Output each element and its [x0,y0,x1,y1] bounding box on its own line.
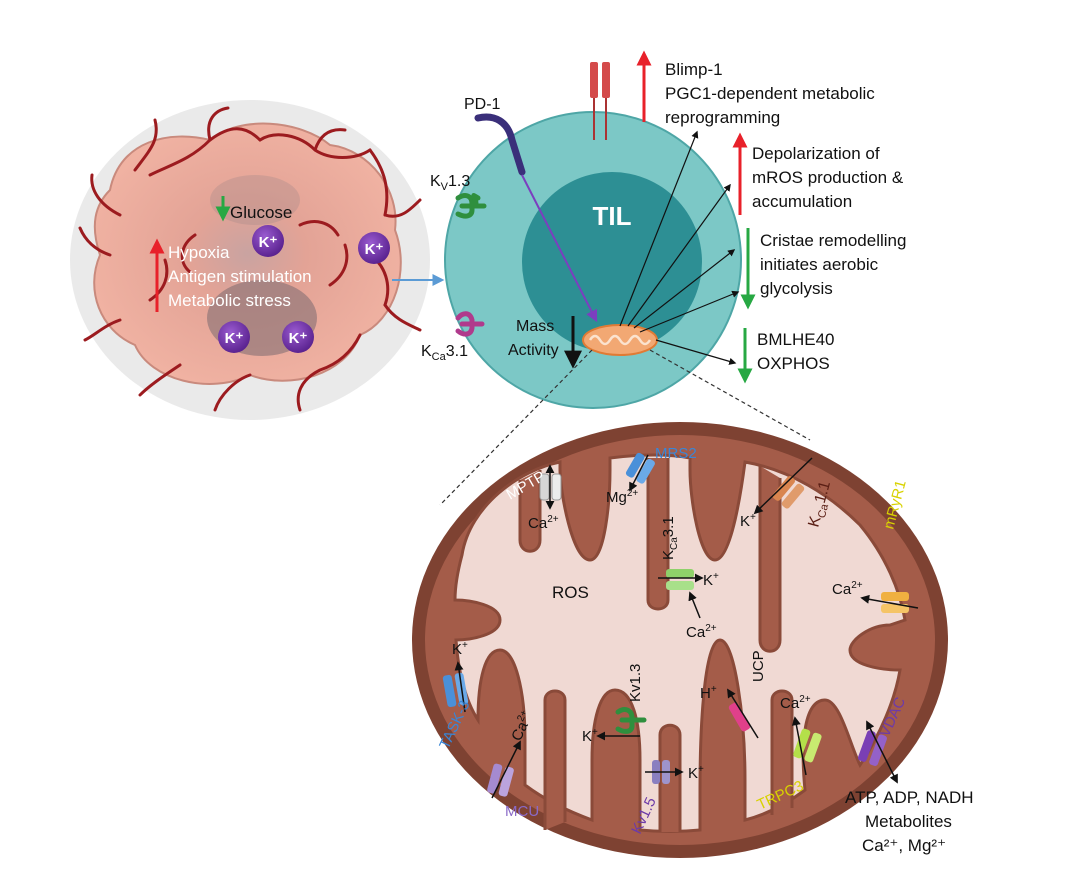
pgc1-label: PGC1-dependent metabolic [665,84,875,103]
task3-arrow [454,661,466,713]
k-ion-1: K⁺ [252,225,284,257]
kv13-mito-label: Kv1.3 [627,664,644,702]
k-ion-3: K⁺ [282,321,314,353]
svg-text:K⁺: K⁺ [365,241,384,258]
cristae-label: Cristae remodelling [760,231,906,250]
ucp-label: UCP [750,650,767,682]
mrs2-label: MRS2 [655,445,697,462]
pd1-to-mito-arrow [521,174,598,323]
blimp-label: Blimp-1 [665,60,723,79]
bmlhe40-label: BMLHE40 [757,330,834,349]
products-ions-label: Ca²⁺, Mg²⁺ [862,836,946,855]
mcu-ca-label: Ca2+ [507,708,536,743]
tumor-mass [70,100,430,420]
reprogramming-label: reprogramming [665,108,780,127]
k-ion-2: K⁺ [218,321,250,353]
til-nucleus [522,172,702,352]
kv13-cell-label: KV1.3 [430,173,470,193]
kca11-arrow [753,457,813,515]
ucp-h-label: H+ [700,684,717,702]
glucose-label: Glucose [230,203,292,222]
trpc3-ca-label: Ca2+ [780,694,811,712]
glycolysis-label: glycolysis [760,279,833,298]
pd1-receptor-icon [474,113,526,176]
mryr1-channel-icon [881,592,909,613]
task3-k-label: K+ [452,640,468,658]
accumulation-label: accumulation [752,192,852,211]
metabolic-stress-label: Metabolic stress [168,291,291,310]
mcu-channel-icon [487,763,514,797]
svg-text:K⁺: K⁺ [289,330,308,347]
svg-text:K⁺: K⁺ [225,330,244,347]
k-ion-4: K⁺ [358,232,390,264]
aerobic-label: initiates aerobic [760,255,879,274]
mass-label: Mass [516,318,554,335]
receptor-icon [590,62,610,140]
mrs2-mg-label: Mg2+ [606,488,638,506]
ucp-arrow [727,688,759,739]
hypoxia-label: Hypoxia [168,243,230,262]
kv15-k-label: K+ [688,764,704,782]
activity-label: Activity [508,342,559,359]
mryr1-ca-label: Ca2+ [832,580,863,598]
oxphos-label: OXPHOS [757,354,830,373]
mcu-arrow [491,740,521,799]
ros-label: ROS [552,583,589,602]
kca31-mito-ca-label: Ca2+ [686,623,717,641]
trpc3-arrow [791,716,807,776]
products-metabolites-label: Metabolites [865,812,952,831]
blood-vessels [78,106,422,412]
products-atp-label: ATP, ADP, NADH [845,788,974,807]
antigen-stimulation-label: Antigen stimulation [168,267,312,286]
kca11-k-label: K+ [740,512,756,530]
zoom-line-left [439,349,593,506]
vdac-arrow [866,720,898,784]
kv13-channel-icon [455,193,487,219]
kca31-cell-channel-icon [455,311,485,337]
mrs2-channel-icon [625,452,655,484]
outcome-arrows [619,130,740,365]
kca31-cell-label: KCa3.1 [421,343,468,363]
pd1-label: PD-1 [464,96,501,113]
ucp-channel-icon [728,702,751,732]
depolarization-label: Depolarization of [752,144,880,163]
trpc3-channel-icon [793,728,822,763]
svg-text:K⁺: K⁺ [259,234,278,251]
mryr1-arrow [860,594,919,609]
kv13-mito-channel-icon [615,707,647,734]
kca31-mito-label: KCa3.1 [660,516,680,560]
zoom-line-right [649,349,811,441]
kca31-mito-ca-arrow [688,591,701,619]
mptp-ca-label: Ca2+ [528,514,559,532]
kca11-channel-icon [772,476,805,509]
mrs2-arrow [629,454,649,492]
kv13-mito-k-label: K+ [582,727,598,745]
kca31-mito-channel-icon [666,569,694,590]
kca31-mito-k-label: K+ [703,571,719,589]
til-label: TIL [593,201,632,231]
mros-label: mROS production & [752,168,904,187]
mcu-label: MCU [505,803,539,820]
kca11-label: KCa1.1 [805,479,837,530]
